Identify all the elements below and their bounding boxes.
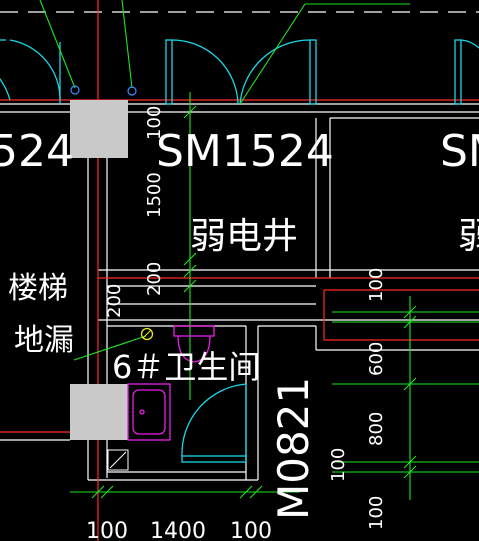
dim-800: 800 — [366, 412, 387, 446]
shaft-label: 弱电井 — [190, 216, 298, 257]
dim-1500: 1500 — [144, 172, 165, 218]
door-label-vertical: M0821 — [269, 377, 318, 520]
dim-600: 600 — [366, 342, 387, 376]
bottom-dim-100-a: 100 — [86, 519, 128, 541]
floor-drain-label: 地漏 — [14, 323, 74, 358]
dim-200-b: 200 — [104, 284, 125, 318]
dim-200-a: 200 — [144, 262, 165, 296]
bottom-dim-1400: 1400 — [150, 519, 206, 541]
dim-100-top: 100 — [144, 106, 165, 140]
stair-label: 楼梯 — [8, 271, 68, 306]
toilet-icon — [173, 325, 215, 363]
shower-box — [107, 449, 129, 471]
door-label-right: SM — [440, 126, 479, 177]
bottom-dim-100-b: 100 — [230, 519, 272, 541]
circle-marker-icon — [70, 85, 137, 96]
shaft-label-right: 弱 — [458, 216, 479, 257]
door-label-left: 524 — [0, 126, 74, 177]
floor-drain-icon — [140, 327, 154, 341]
wash-basin-icon — [127, 383, 171, 441]
dimension-lines — [39, 0, 479, 500]
dim-100-right: 100 — [366, 268, 387, 302]
door-label-center: SM1524 — [156, 126, 334, 177]
door-swings — [0, 39, 479, 463]
toilet-room-label: 6＃卫生间 — [112, 348, 260, 386]
dim-100-bottom: 100 — [366, 496, 387, 530]
dim-100-low: 100 — [328, 448, 349, 482]
column-top — [70, 100, 128, 158]
column-bottom — [70, 384, 128, 440]
